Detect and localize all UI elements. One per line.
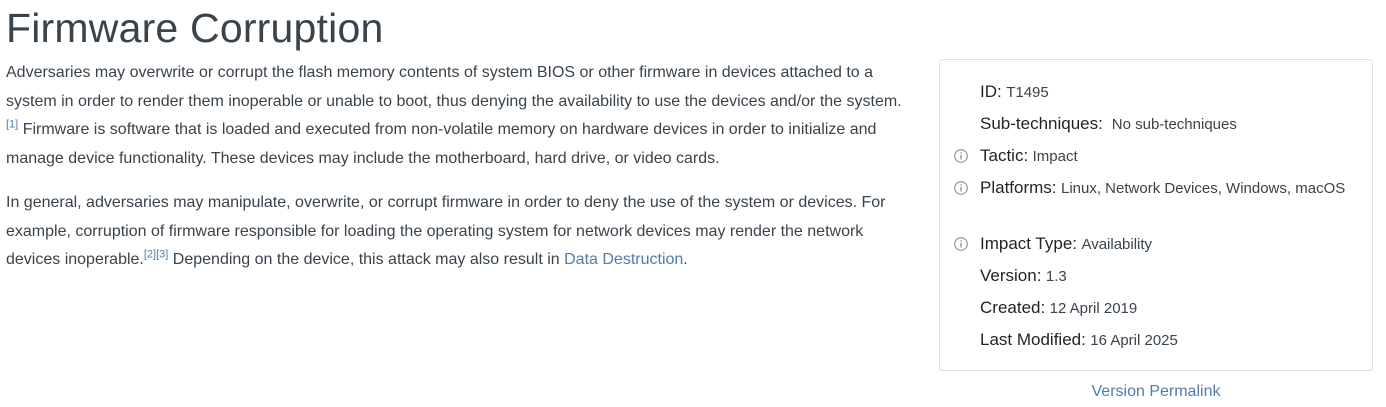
last-modified-label: Last Modified: — [980, 330, 1086, 349]
card-row-tactic: Tactic: Impact — [954, 144, 1352, 169]
id-label: ID: — [980, 82, 1002, 101]
description-paragraph-2: In general, adversaries may manipulate, … — [6, 189, 918, 275]
version-label: Version: — [980, 266, 1042, 285]
info-circle-icon[interactable] — [954, 149, 968, 163]
version-permalink-link[interactable]: Version Permalink — [1091, 383, 1221, 400]
description-text: Depending on the device, this attack may… — [168, 251, 565, 268]
created-value: 12 April 2019 — [1049, 300, 1138, 317]
description-text: Firmware is software that is loaded and … — [6, 121, 877, 167]
reference-1-link[interactable]: [1] — [6, 118, 19, 131]
card-row-platforms: Platforms: Linux, Network Devices, Windo… — [954, 176, 1352, 201]
impact-type-label: Impact Type: — [980, 234, 1078, 253]
card-row-impact-type: Impact Type: Availability — [954, 232, 1352, 257]
platforms-value: Linux, Network Devices, Windows, macOS — [1060, 180, 1346, 197]
technique-description: Adversaries may overwrite or corrupt the… — [6, 59, 918, 291]
reference-2-link[interactable]: [2] — [143, 248, 157, 261]
card-row-id: ID: T1495 — [980, 80, 1352, 105]
card-row-last-modified: Last Modified: 16 April 2025 — [980, 328, 1352, 353]
tactic-label: Tactic: — [980, 146, 1029, 165]
card-row-version: Version: 1.3 — [980, 264, 1352, 289]
platforms-label: Platforms: — [980, 178, 1057, 197]
description-paragraph-1: Adversaries may overwrite or corrupt the… — [6, 59, 918, 173]
last-modified-value: 16 April 2025 — [1090, 332, 1178, 349]
description-text: Adversaries may overwrite or corrupt the… — [6, 64, 902, 110]
technique-info-card: ID: T1495 Sub-techniques: No sub-techniq… — [939, 59, 1373, 371]
impact-type-value: Availability — [1081, 236, 1153, 253]
info-circle-icon[interactable] — [954, 181, 968, 195]
data-destruction-link[interactable]: Data Destruction — [564, 251, 684, 268]
card-row-created: Created: 12 April 2019 — [980, 296, 1352, 321]
info-circle-icon[interactable] — [954, 237, 968, 251]
id-value: T1495 — [1006, 84, 1049, 101]
reference-3-link[interactable]: [3] — [156, 248, 169, 261]
tactic-impact-link[interactable]: Impact — [1032, 148, 1078, 165]
description-text: . — [683, 251, 688, 268]
version-value: 1.3 — [1045, 268, 1067, 285]
description-text: In general, adversaries may manipulate, … — [6, 194, 886, 268]
subtechniques-label: Sub-techniques: — [980, 114, 1103, 133]
page-title: Firmware Corruption — [6, 5, 384, 51]
card-row-subtechniques: Sub-techniques: No sub-techniques — [980, 112, 1352, 137]
created-label: Created: — [980, 298, 1046, 317]
subtechniques-value: No sub-techniques — [1111, 116, 1237, 133]
